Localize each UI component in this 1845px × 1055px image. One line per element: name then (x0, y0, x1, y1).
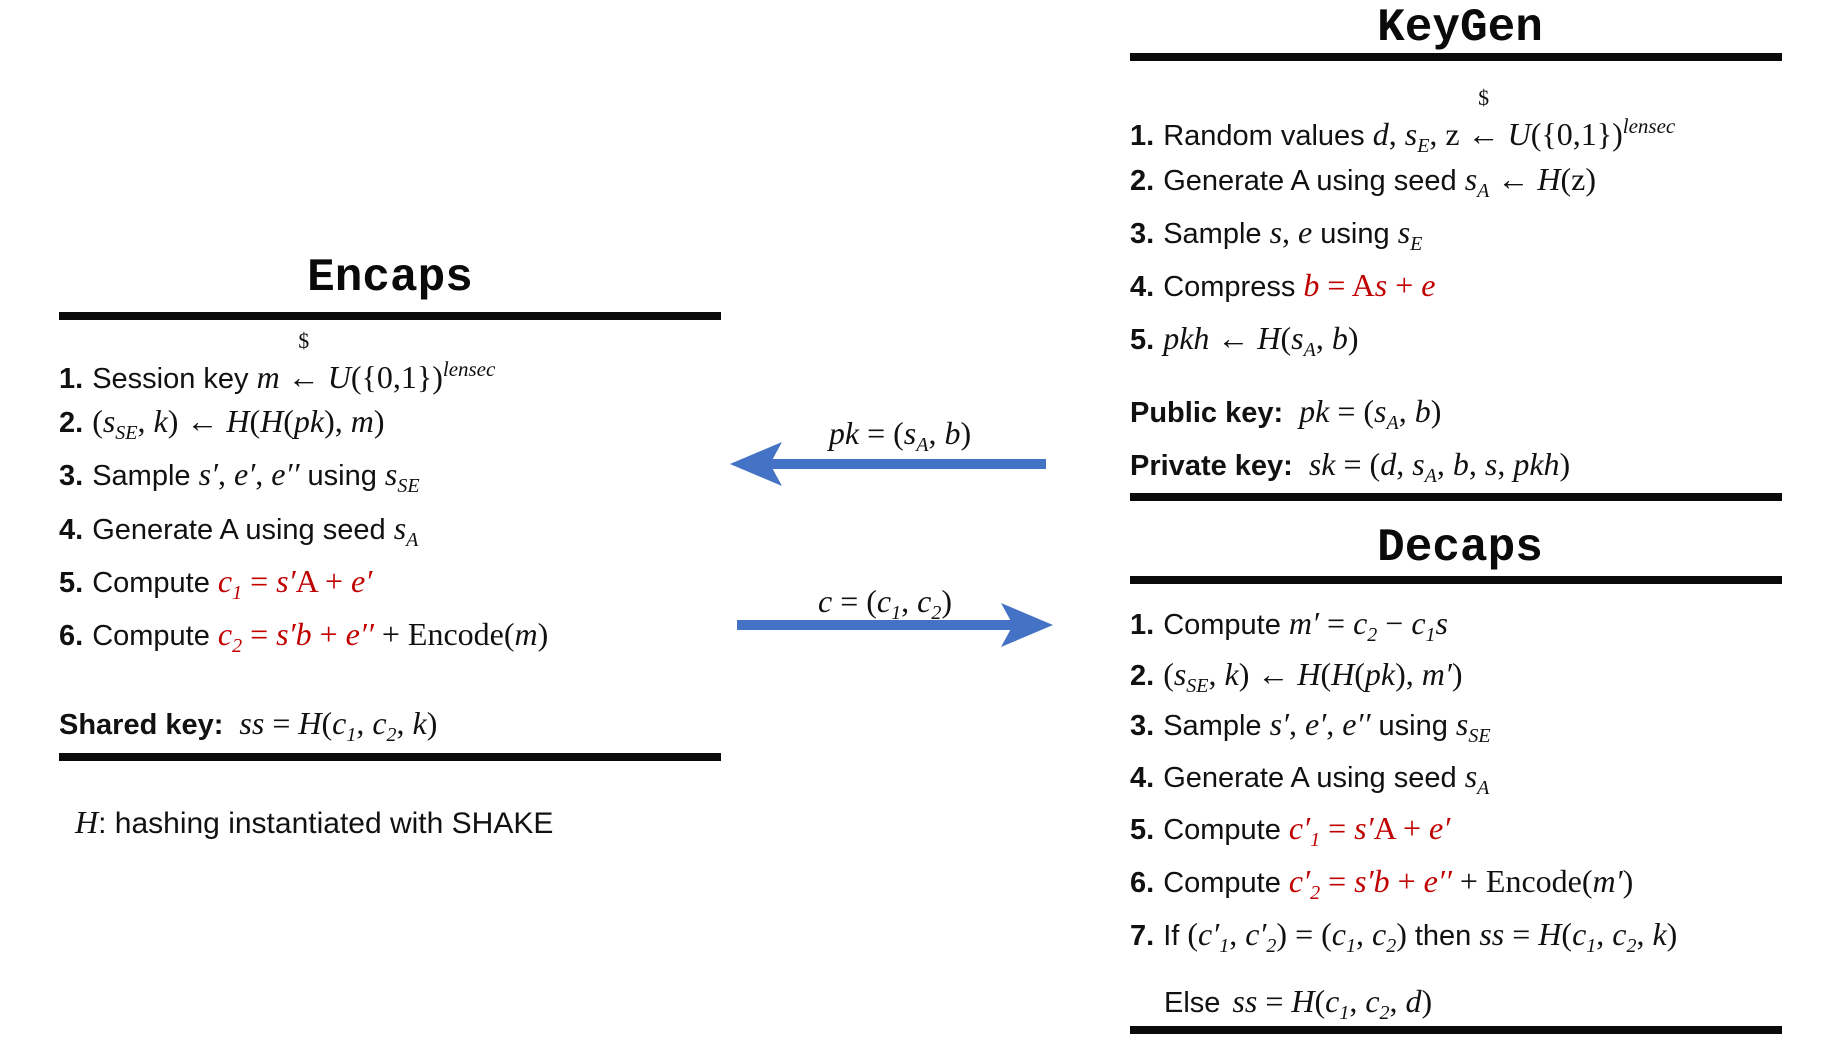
keygen-step-3: 3.Sample s, e using sE (1130, 214, 1423, 255)
keygen-step-2: 2.Generate A using seed sA ← H(z) (1130, 161, 1596, 202)
step-number: 6. (1130, 867, 1155, 899)
keygen-decaps-column: KeyGen 1.Random values d, sE, z $← U({0,… (1130, 0, 1790, 1055)
encaps-step-3: 3.Sample s′, e′, e′′ using sSE (59, 456, 420, 497)
encaps-title: Encaps (307, 252, 473, 304)
ciphertext-message-label: c = (c1, c2) (818, 583, 952, 624)
output-label: Private key: (1130, 450, 1293, 482)
step-number: 4. (1130, 762, 1155, 794)
step-number: 2. (1130, 165, 1155, 197)
output-label: Public key: (1130, 397, 1284, 429)
step-number: 5. (59, 567, 84, 599)
keygen-step-1: 1.Random values d, sE, z $← U({0,1})lens… (1130, 85, 1676, 158)
step-number: 4. (59, 514, 84, 546)
pk-arrow-left-icon (730, 442, 1046, 486)
pk-arrow-shaft (770, 459, 1046, 469)
step-number: 3. (59, 460, 84, 492)
encaps-step-6: 6.Compute c2 = s′b + e′′ + Encode(m) (59, 616, 549, 657)
decaps-step-1: 1.Compute m′ = c2 − c1s (1130, 605, 1448, 646)
keygen-output-2: Private key:sk = (d, sA, b, s, pkh) (1130, 446, 1571, 487)
decaps-step-3: 3.Sample s′, e′, e′′ using sSE (1130, 706, 1491, 747)
hash-footnote: H: hashing instantiated with SHAKE (75, 804, 554, 840)
step-number: 3. (1130, 710, 1155, 742)
keygen-step-5: 5.pkh ← H(sA, b) (1130, 320, 1359, 361)
step-number: 4. (1130, 271, 1155, 303)
dollar-overset: $ (298, 328, 310, 353)
step-number: 2. (59, 407, 84, 439)
encaps-output-1: Shared key:ss = H(c1, c2, k) (59, 705, 438, 746)
keygen-output-1: Public key:pk = (sA, b) (1130, 393, 1442, 434)
decaps-step-6: 6.Compute c′2 = s′b + e′′ + Encode(m′) (1130, 863, 1634, 904)
keygen-step-4: 4.Compress b = As + e (1130, 267, 1436, 303)
step-number: 7. (1130, 920, 1155, 952)
keygen-title-rule (1130, 53, 1782, 61)
step-number: 3. (1130, 218, 1155, 250)
encaps-algorithm: Encaps 1.Session key m $← U({0,1})lensec… (59, 0, 721, 1055)
dollar-overset: $ (1478, 85, 1490, 110)
ciphertext-arrow-right-icon (737, 603, 1053, 647)
pk-message-label: pk = (sA, b) (828, 415, 972, 456)
step-number: 5. (1130, 814, 1155, 846)
decaps-bottom-rule (1130, 1026, 1782, 1034)
encaps-step-4: 4.Generate A using seed sA (59, 510, 419, 551)
output-label: Shared key: (59, 709, 224, 741)
encaps-title-rule (59, 312, 721, 320)
step-number: 1. (59, 363, 84, 395)
step-number: 2. (1130, 660, 1155, 692)
step-number: 5. (1130, 324, 1155, 356)
step-number: 1. (1130, 609, 1155, 641)
decaps-title: Decaps (1377, 522, 1543, 574)
encaps-step-5: 5.Compute c1 = s′A + e′ (59, 563, 373, 604)
keygen-title: KeyGen (1377, 2, 1543, 54)
encaps-step-2: 2.(sSE, k) ← H(H(pk), m) (59, 403, 385, 444)
keygen-bottom-rule (1130, 493, 1782, 501)
ciphertext-arrow-shaft (737, 620, 1013, 630)
encaps-bottom-rule (59, 753, 721, 761)
decaps-step-7: 7.If (c′1, c′2) = (c1, c2) then ss = H(c… (1130, 916, 1678, 957)
ciphertext-arrowhead (1001, 603, 1053, 647)
pk-arrowhead (730, 442, 782, 486)
decaps-step-4: 4.Generate A using seed sA (1130, 758, 1490, 799)
step-number: 1. (1130, 120, 1155, 152)
decaps-step-5: 5.Compute c′1 = s′A + e′ (1130, 810, 1451, 851)
decaps-step-2: 2.(sSE, k) ← H(H(pk), m′) (1130, 656, 1463, 697)
decaps-title-rule (1130, 576, 1782, 584)
encaps-step-1: 1.Session key m $← U({0,1})lensec (59, 328, 496, 396)
step-number: 6. (59, 620, 84, 652)
